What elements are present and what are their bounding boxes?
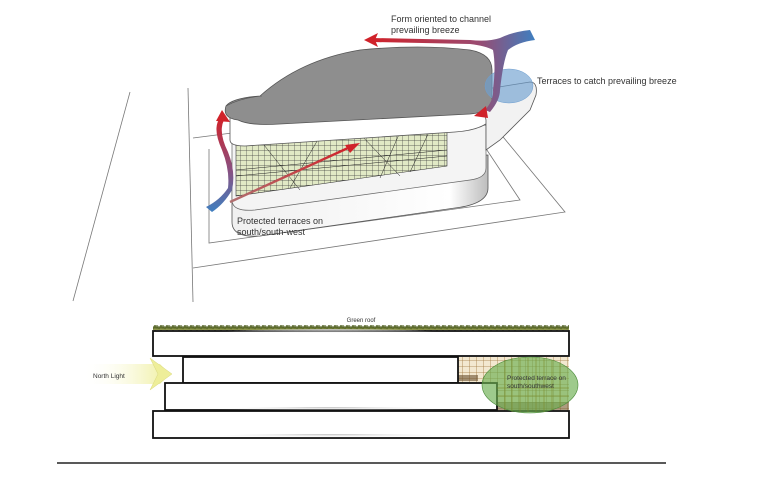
arrowhead-diagonal xyxy=(345,143,360,153)
label-protected-terrace-1: Protected terrace on xyxy=(507,375,566,382)
label-terraces-catch-breeze: Terraces to catch prevailing breeze xyxy=(537,76,677,86)
cross-ventilation-arrow xyxy=(229,146,349,204)
building-mass xyxy=(224,46,537,237)
terrace-vertical-screens xyxy=(497,358,569,412)
prevailing-breeze-ribbon-top xyxy=(372,30,535,112)
inner-plot-boundary xyxy=(208,131,521,244)
site-edge-vertical xyxy=(187,87,194,303)
label-green-roof: Green roof xyxy=(347,318,376,324)
floor-shadow-top xyxy=(220,329,440,337)
terrace-planting-upper xyxy=(458,375,478,381)
floor-shadow-ground xyxy=(200,434,460,440)
site-outline xyxy=(72,87,566,303)
arrowhead-up xyxy=(216,110,230,122)
green-roof-vegetation xyxy=(153,325,569,331)
floor-plate-third xyxy=(164,382,498,411)
arrowhead-left xyxy=(364,33,378,47)
prevailing-breeze-ribbon-left xyxy=(206,118,234,212)
north-light-arrowhead xyxy=(149,357,173,391)
label-form-oriented-1: Form oriented to channel xyxy=(391,14,491,24)
label-protected-terrace-2: south/southwest xyxy=(507,383,554,390)
label-form-oriented-2: prevailing breeze xyxy=(391,25,460,35)
site-edge-left xyxy=(72,91,131,302)
outer-plot-boundary xyxy=(192,114,566,269)
protected-terrace-zone xyxy=(481,356,579,414)
floor-plate-second xyxy=(182,356,459,384)
mesh-diagonals xyxy=(235,129,448,191)
label-protected-terraces-1: Protected terraces on xyxy=(237,216,323,226)
north-light-arrow xyxy=(82,357,170,391)
plot-edge-back xyxy=(192,132,233,139)
building-section: Green roof Protected terrace on south/so… xyxy=(82,318,579,440)
roof-plane xyxy=(224,46,493,125)
floor-plate-ground xyxy=(152,410,570,439)
label-protected-terraces-2: south/south-west xyxy=(237,227,306,237)
arrowhead-terrace xyxy=(474,106,488,118)
label-north-light: North Light xyxy=(93,373,125,380)
wind-flow-arrows xyxy=(206,30,535,212)
breeze-catch-zone xyxy=(484,68,534,104)
